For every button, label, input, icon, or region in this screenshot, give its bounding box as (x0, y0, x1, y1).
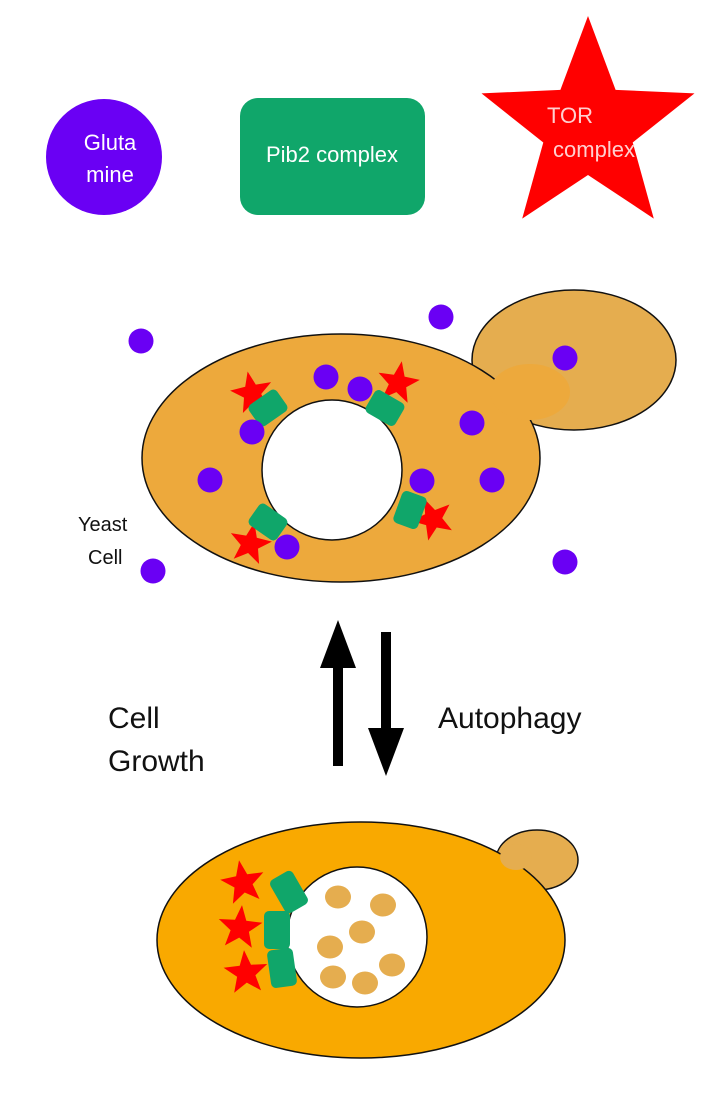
pib2-label: Pib2 complex (266, 142, 398, 167)
autophagic-body (317, 935, 343, 959)
autophagic-body (349, 920, 375, 944)
yeast-cell-label-1: Yeast (78, 514, 128, 536)
glutamine-dot (239, 419, 265, 445)
tor-complex-icon (223, 950, 268, 993)
glutamine-dot (197, 467, 223, 493)
glutamine-legend-icon (46, 99, 162, 215)
autophagic-body (320, 965, 346, 989)
tor-complex-icon (230, 522, 272, 564)
tor-label-1: TOR (547, 103, 593, 128)
autophagic-body (352, 971, 378, 995)
tor-legend-icon (481, 16, 695, 219)
glutamine-dot (128, 328, 154, 354)
tor-complex-icon (220, 860, 264, 904)
autophagic-body (379, 953, 405, 977)
glutamine-dot (274, 534, 300, 560)
pib2-complex-icon (270, 870, 308, 914)
yeast-cell-starved (156, 821, 579, 1059)
glutamine-label-1: Gluta (84, 130, 137, 155)
glutamine-dot (140, 558, 166, 584)
autophagy-label: Autophagy (438, 702, 581, 735)
vacuole (261, 399, 403, 541)
cell-growth-label-1: Cell (108, 702, 160, 735)
yeast-cell-label-2: Cell (88, 547, 122, 569)
glutamine-dot (552, 345, 578, 371)
yeast-cell-glutamine-rich (128, 289, 677, 584)
cell-growth-arrow (320, 620, 356, 766)
pib2-complex-icon (393, 490, 427, 530)
bud-neck (500, 844, 532, 870)
glutamine-dot (428, 304, 454, 330)
pib2-legend-icon (240, 98, 425, 215)
glutamine-dot (409, 468, 435, 494)
autophagy-arrow (368, 632, 404, 776)
glutamine-dot (313, 364, 339, 390)
glutamine-dot (459, 410, 485, 436)
pib2-complex-icon (248, 503, 288, 541)
glutamine-dot (347, 376, 373, 402)
tor-label-2: complex (553, 137, 635, 162)
autophagic-body (325, 885, 351, 909)
pib2-complex-icon (264, 911, 290, 949)
tor-complex-icon (378, 361, 420, 403)
pib2-complex-icon (267, 948, 297, 988)
pib2-complex-icon (365, 390, 405, 426)
cell-growth-label-2: Growth (108, 745, 205, 778)
legend: Gluta mine Pib2 complex TOR complex (46, 16, 695, 219)
glutamine-label-2: mine (86, 162, 134, 187)
bud-neck (490, 364, 570, 420)
autophagic-body (370, 893, 396, 917)
tor-complex-icon (218, 905, 263, 948)
glutamine-dot (552, 549, 578, 575)
pib2-complex-icon (248, 389, 288, 427)
tor-complex-icon (411, 498, 452, 541)
glutamine-dot (479, 467, 505, 493)
